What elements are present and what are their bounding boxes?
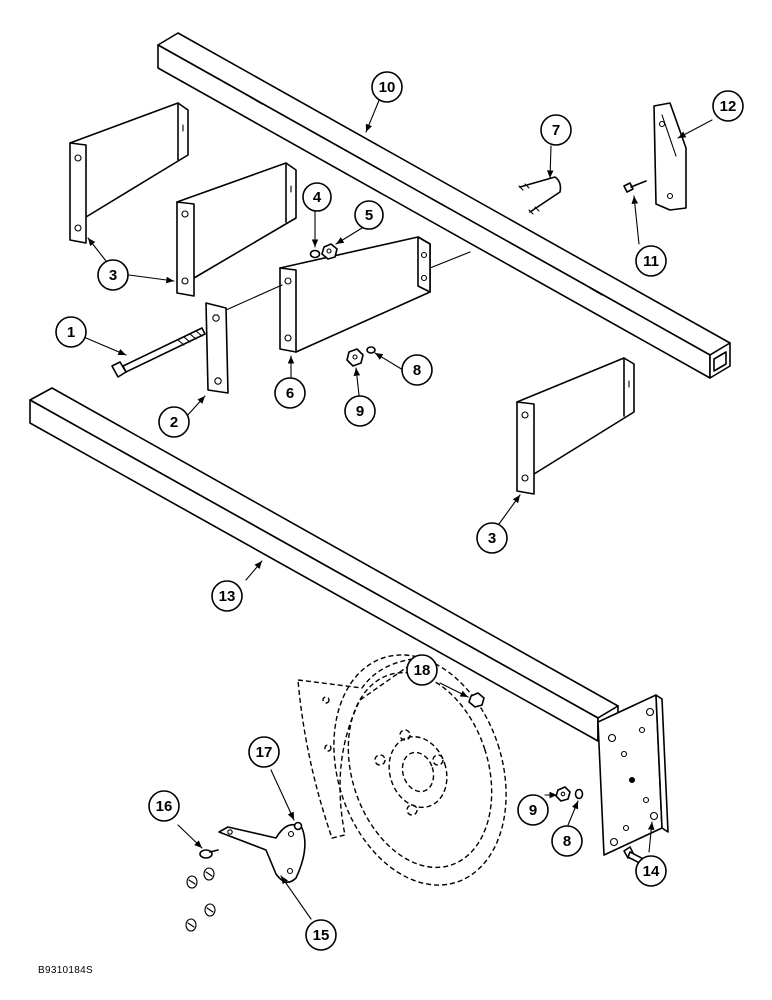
svg-text:8: 8 (413, 362, 421, 379)
svg-text:13: 13 (219, 588, 236, 605)
callout-2: 2 (158, 406, 190, 438)
svg-text:5: 5 (365, 207, 373, 224)
svg-text:3: 3 (488, 530, 496, 547)
figure-code: B9310184S (38, 965, 93, 976)
svg-text:11: 11 (643, 253, 659, 270)
center-bracket (279, 236, 431, 353)
callout-6: 6 (274, 377, 306, 409)
callout-3-upper: 3 (97, 259, 129, 291)
u-bolt (518, 176, 562, 215)
bracket-right (516, 357, 635, 495)
svg-text:10: 10 (379, 79, 396, 96)
callout-3-lower: 3 (476, 522, 508, 554)
nut-disc (468, 692, 485, 708)
svg-text:16: 16 (156, 798, 173, 815)
washer-middle (366, 346, 376, 354)
washer-small (293, 821, 303, 831)
callout-13: 13 (211, 580, 243, 612)
callout-9-lower: 9 (517, 794, 549, 826)
small-bolt-upper (623, 180, 647, 193)
svg-text:8: 8 (563, 833, 571, 850)
svg-text:7: 7 (552, 122, 560, 139)
callout-18: 18 (406, 654, 438, 686)
callout-8-upper: 8 (401, 354, 433, 386)
fastener-group (185, 867, 216, 932)
callout-16: 16 (148, 790, 180, 822)
svg-text:4: 4 (313, 189, 322, 206)
callout-17: 17 (248, 736, 280, 768)
callout-8-lower: 8 (551, 825, 583, 857)
nut-lower (555, 786, 571, 802)
long-bolt (111, 327, 206, 378)
svg-text:15: 15 (313, 927, 330, 944)
callout-5: 5 (354, 200, 384, 230)
washer-lower (574, 788, 584, 800)
svg-text:18: 18 (414, 662, 431, 679)
end-mounting-plate (597, 694, 669, 856)
callout-10: 10 (371, 71, 403, 103)
callout-12: 12 (712, 90, 744, 122)
svg-text:17: 17 (256, 744, 273, 761)
svg-text:3: 3 (109, 267, 117, 284)
washer-upper (309, 249, 321, 259)
svg-text:9: 9 (529, 802, 537, 819)
callout-15: 15 (305, 919, 337, 951)
callout-11: 11 (635, 245, 667, 277)
link-plate (205, 302, 229, 394)
nut-upper (321, 243, 338, 260)
lower-frame-tube (29, 387, 619, 742)
svg-text:12: 12 (720, 98, 737, 115)
callout-9-upper: 9 (344, 395, 376, 427)
callout-1: 1 (55, 316, 87, 348)
svg-text:14: 14 (643, 863, 660, 880)
scraper-arm (218, 823, 306, 883)
callout-7: 7 (540, 114, 572, 146)
svg-text:9: 9 (356, 403, 364, 420)
bracket-upper-left (69, 102, 189, 244)
disc-assembly-phantom (297, 654, 507, 886)
svg-text:1: 1 (67, 324, 75, 341)
nut-middle (346, 348, 364, 367)
bracket-upper-middle (176, 162, 297, 297)
leader-lines (85, 97, 713, 920)
clamp-plate (653, 102, 687, 211)
upper-frame-tube (157, 32, 731, 379)
svg-text:6: 6 (286, 385, 294, 402)
carriage-bolt (199, 849, 219, 859)
svg-text:2: 2 (170, 414, 178, 431)
callout-14: 14 (635, 855, 667, 887)
callout-4: 4 (302, 182, 332, 212)
